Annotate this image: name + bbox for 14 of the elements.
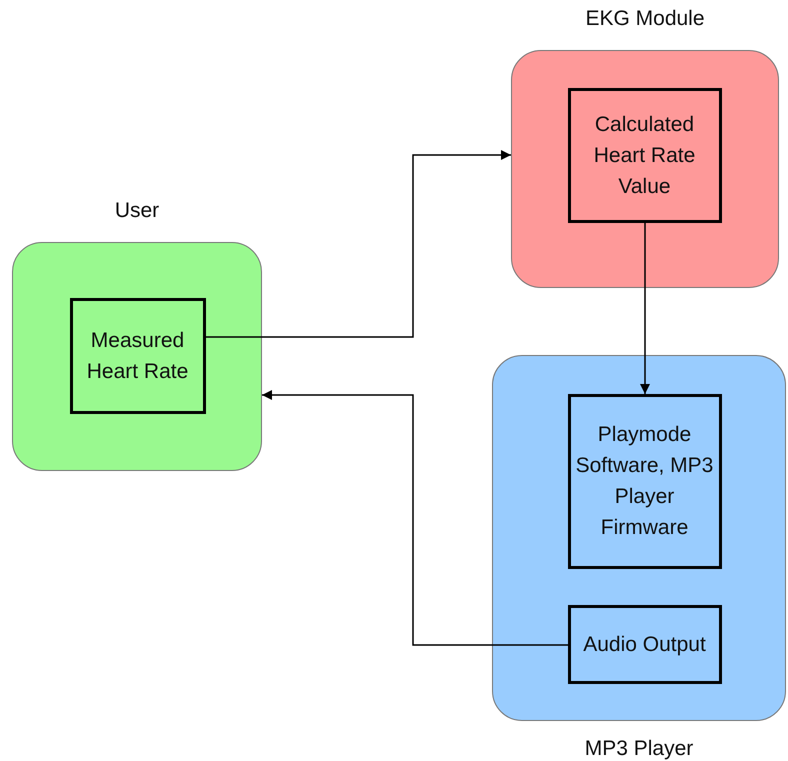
box-label: Measured Heart Rate bbox=[86, 328, 190, 384]
arrow bbox=[206, 150, 511, 338]
process-box bbox=[70, 298, 206, 414]
process-box bbox=[568, 88, 722, 222]
process-box bbox=[568, 604, 722, 684]
arrow bbox=[262, 390, 568, 646]
group-heading: User bbox=[114, 198, 160, 224]
box-label: Audio Output bbox=[583, 632, 706, 658]
group-heading: EKG Module bbox=[584, 6, 706, 32]
box-label: Calculated Heart Rate Value bbox=[592, 112, 696, 200]
group-heading: MP3 Player bbox=[584, 736, 694, 761]
box-label: Playmode Software, MP3 Player Firmware bbox=[574, 422, 714, 541]
process-box bbox=[568, 394, 722, 568]
arrow bbox=[640, 223, 650, 394]
